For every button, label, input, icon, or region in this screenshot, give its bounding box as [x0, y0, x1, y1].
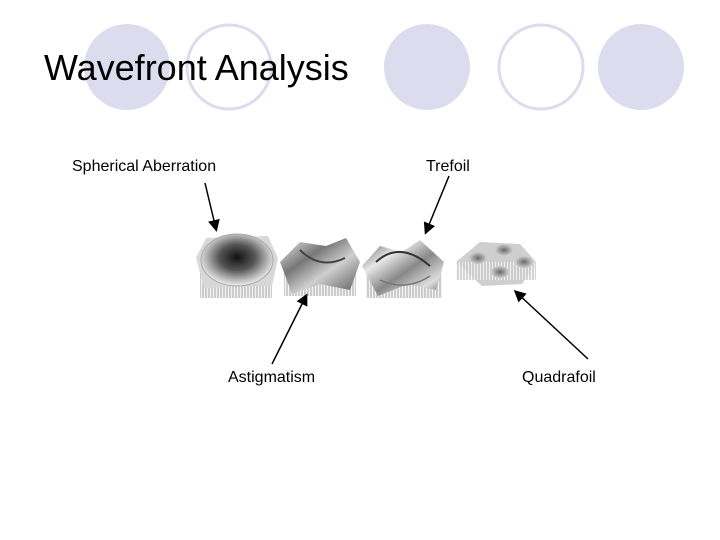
label-astigmatism: Astigmatism [228, 369, 316, 386]
surface-spherical-aberration [196, 233, 278, 298]
label-spherical-aberration: Spherical Aberration [72, 158, 217, 175]
decor-circle-4 [497, 23, 585, 111]
arrow-spherical-aberration [204, 182, 220, 232]
header-circles-decoration [84, 23, 684, 111]
decor-circle-3 [384, 24, 470, 110]
label-trefoil: Trefoil [426, 158, 470, 175]
decor-circle-1 [84, 24, 170, 110]
arrow-quadrafoil [513, 289, 589, 360]
arrow-trefoil [423, 175, 450, 235]
arrow-astigmatism [271, 293, 308, 365]
surface-trefoil [362, 240, 444, 298]
decor-circle-5 [598, 24, 684, 110]
surface-astigmatism [280, 238, 360, 296]
label-quadrafoil: Quadrafoil [522, 369, 596, 386]
slide-title: Wavefront Analysis [44, 47, 349, 88]
surface-quadrafoil [456, 242, 536, 286]
decor-circle-2 [185, 23, 273, 111]
